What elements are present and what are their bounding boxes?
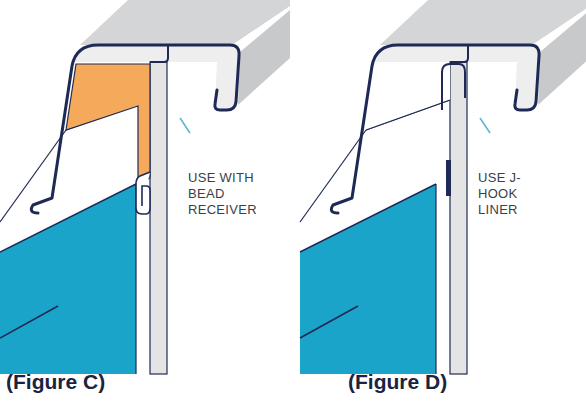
figure-label: (Figure C) xyxy=(6,370,105,394)
callout-note: USE WITH BEAD RECEIVER xyxy=(188,170,280,218)
figure-label: (Figure D) xyxy=(348,370,447,394)
callout-note: USE J-HOOK LINER xyxy=(478,170,548,218)
